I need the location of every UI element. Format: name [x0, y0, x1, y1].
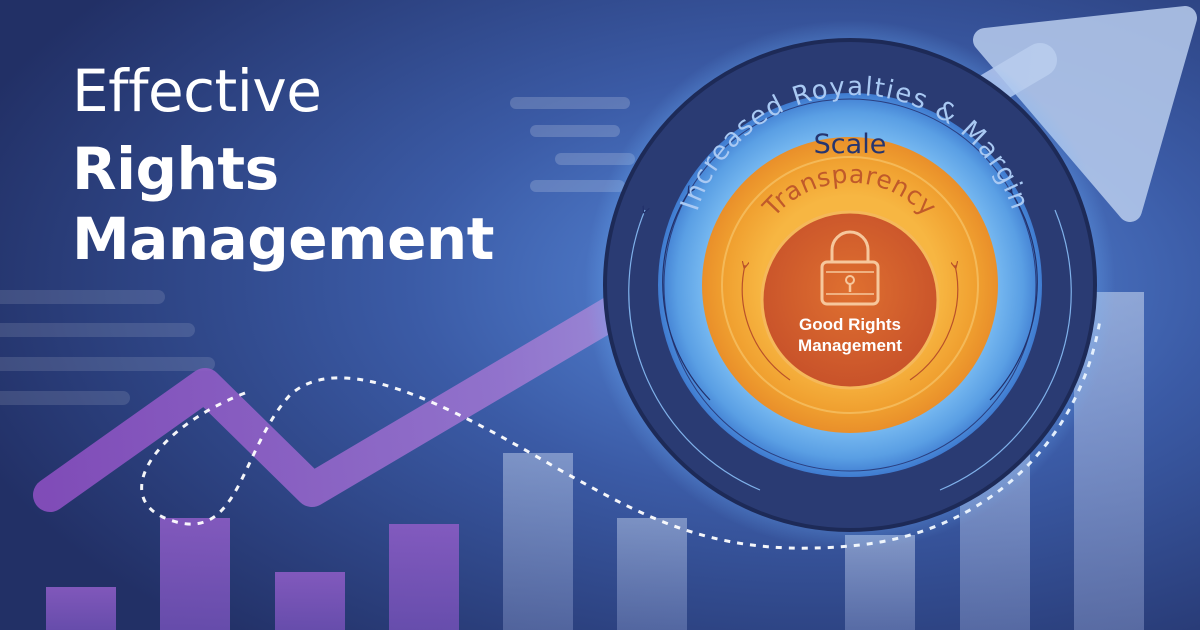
title-line-rights: Rights	[72, 135, 279, 203]
bar-chart-illustration	[46, 292, 1144, 630]
dashed-loop	[140, 319, 1102, 550]
core-circle	[762, 212, 938, 388]
value-diagram: Increased Royalties & Margin Scale Trans…	[585, 20, 1115, 550]
page-title: Effective Rights Management	[72, 62, 494, 268]
speed-lines	[0, 97, 635, 405]
core-label-line1: Good Rights	[799, 315, 901, 334]
title-line-management: Management	[72, 205, 494, 273]
core-label-line2: Management	[798, 336, 902, 355]
padlock-icon	[820, 230, 880, 306]
scale-ring-label: Scale	[814, 129, 887, 160]
title-line-effective: Effective	[72, 57, 322, 125]
